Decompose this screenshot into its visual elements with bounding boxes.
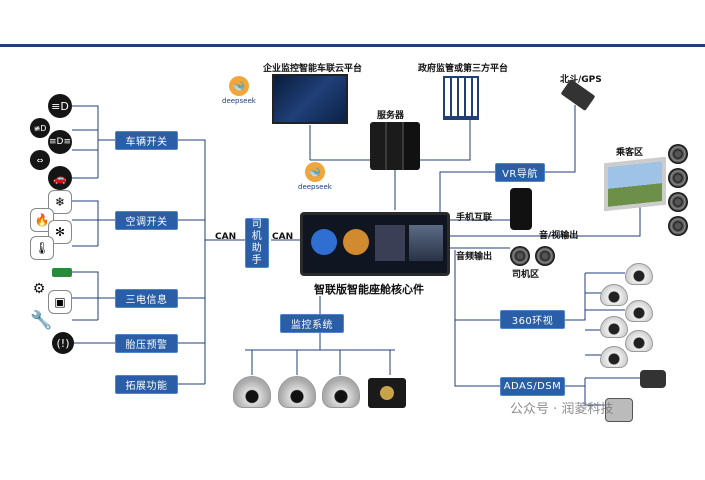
passenger-monitor-image	[604, 156, 666, 212]
camera-box-icon	[368, 378, 406, 408]
surround-360-box: 360环视	[500, 310, 565, 329]
tire-warning-box: 胎压预警	[115, 334, 178, 353]
camera-dome-1	[233, 376, 271, 408]
can-right-label: CAN	[272, 232, 294, 242]
surround-camera-3	[625, 300, 653, 322]
ac-switch-box: 空调开关	[115, 211, 178, 230]
surround-camera-5	[625, 330, 653, 352]
speaker-3	[668, 192, 688, 212]
driver-zone-label: 司机区	[512, 270, 540, 280]
assistant-char-1: 司	[251, 219, 263, 230]
turn-signal-icon: ⇔	[30, 150, 50, 170]
door-icon: 🚗	[48, 166, 72, 190]
bms-icon: ▣	[48, 290, 72, 314]
av-output-label: 音/视输出	[539, 231, 579, 241]
vr-nav-box: VR导航	[495, 163, 545, 182]
dsm-camera-icon	[605, 398, 633, 422]
header-rule	[0, 44, 705, 47]
speaker-4	[668, 216, 688, 236]
driver-assistant-box: 司 机 助 手	[245, 218, 269, 268]
adas-camera-icon	[640, 370, 666, 388]
surround-camera-6	[600, 346, 628, 368]
camera-dome-3	[322, 376, 360, 408]
assistant-char-4: 手	[251, 255, 263, 266]
assistant-char-3: 助	[251, 243, 263, 254]
cloud-dashboard-image	[272, 74, 348, 124]
server-label: 服务器	[377, 111, 405, 121]
surround-camera-4	[600, 316, 628, 338]
flame-icon: 🔥	[30, 208, 54, 232]
cockpit-screen	[300, 212, 450, 276]
building-icon	[443, 76, 479, 120]
battery-icon	[52, 268, 72, 277]
watermark: 公众号 · 润菱科技	[510, 402, 614, 417]
passenger-zone-label: 乘客区	[616, 148, 644, 158]
position-light-icon: ≡D≡	[48, 130, 72, 154]
speaker-1	[668, 144, 688, 164]
cloud-platform-label: 企业监控智能车联云平台	[263, 64, 363, 74]
beidou-label: 北斗/GPS	[560, 75, 602, 85]
deepseek-logo-mid: 🐋deepseek	[298, 162, 332, 191]
thermometer-icon: 🌡	[30, 236, 54, 260]
phone-link-label: 手机互联	[456, 213, 493, 223]
can-left-label: CAN	[215, 232, 237, 242]
gov-platform-label: 政府监管或第三方平台	[418, 64, 509, 74]
monitor-system-box: 监控系统	[280, 314, 344, 333]
speaker-2	[668, 168, 688, 188]
wrench-icon: 🔧	[30, 310, 53, 331]
server-icon	[370, 122, 420, 170]
driver-speaker-2	[535, 246, 555, 266]
assistant-char-2: 机	[251, 231, 263, 242]
phone-icon	[510, 188, 532, 230]
driver-speaker-1	[510, 246, 530, 266]
engine-icon: ⚙	[30, 280, 48, 298]
headlight-icon: ≡D	[48, 94, 72, 118]
three-power-box: 三电信息	[115, 289, 178, 308]
tire-pressure-icon: (!)	[52, 332, 74, 354]
audio-output-label: 音频输出	[456, 252, 493, 262]
vehicle-switch-box: 车辆开关	[115, 131, 178, 150]
surround-camera-2	[600, 284, 628, 306]
deepseek-logo-top: 🐋deepseek	[222, 76, 256, 105]
adas-dsm-box: ADAS/DSM	[500, 377, 565, 396]
fog-light-icon: ≢D	[30, 118, 50, 138]
surround-camera-1	[625, 263, 653, 285]
camera-dome-2	[278, 376, 316, 408]
core-title: 智联版智能座舱核心件	[314, 283, 424, 296]
expand-function-box: 拓展功能	[115, 375, 178, 394]
